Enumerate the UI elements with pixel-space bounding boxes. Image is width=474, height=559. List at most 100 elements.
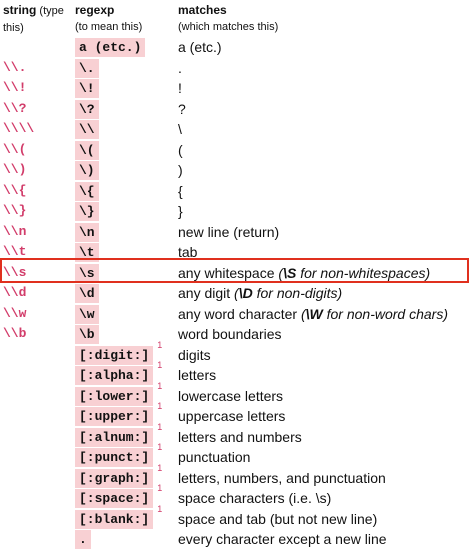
table-row: \\{ \{ { — [0, 181, 474, 203]
regexp-text: [:digit:] — [79, 347, 150, 363]
match-cell: ! — [178, 79, 182, 98]
table-row: [:space:] 1 space characters (i.e. \s) — [0, 483, 474, 510]
match-text: letters — [178, 367, 217, 383]
header-matches-bold: matches — [178, 3, 227, 17]
regexp-text: [:graph:] — [79, 470, 150, 486]
regexp-text: \! — [79, 81, 95, 96]
regexp-text: \s — [79, 265, 95, 281]
match-text: space and tab (but not new line) — [178, 510, 378, 527]
regexp-cell: \. — [75, 58, 99, 78]
regexp-cell: \( — [75, 140, 99, 160]
regexp-cell: \t — [75, 243, 99, 262]
match-note: (\W for non-word chars) — [301, 306, 448, 322]
match-text: ( — [178, 141, 183, 158]
header-matches-sub: (which matches this) — [178, 21, 279, 33]
match-text: ? — [178, 100, 186, 117]
column-header-regexp: regexp (to mean this) — [75, 2, 175, 35]
note-text: for non-whitespaces) — [296, 264, 431, 281]
table-row: .every character except a new line — [0, 530, 474, 551]
table-row: \\}\}} — [0, 202, 474, 223]
regexp-cell: a (etc.) — [75, 38, 146, 57]
regexp-cell: [:blank:]1 — [75, 504, 162, 529]
match-cell: new line (return) — [178, 223, 279, 242]
match-text: any digit — [178, 285, 235, 301]
regexp-text: [:space:] — [79, 491, 150, 506]
regexp-cell: [:digit:] 1 — [75, 340, 162, 365]
regexp-text: \\ — [79, 122, 95, 137]
regexp-cell: \} — [75, 202, 99, 221]
match-text: digits — [178, 346, 211, 363]
match-cell: punctuation — [178, 448, 250, 467]
match-text: every character except a new line — [178, 531, 387, 547]
note-text: for non-word chars) — [322, 305, 449, 322]
match-text: letters, numbers, and punctuation — [178, 469, 386, 486]
regexp-cell: [:graph:]1 — [75, 463, 162, 488]
table-row: [:punct:]1 punctuation — [0, 442, 474, 469]
regexp-cell: \! — [75, 79, 99, 98]
footnote-marker: 1 — [157, 339, 163, 350]
regexp-text: \{ — [79, 183, 95, 199]
table-row: \\s \s any whitespace (\S for non-whitespa… — [0, 263, 474, 285]
string-cell: \\? — [3, 100, 27, 116]
match-cell: lowercase letters — [178, 387, 283, 406]
match-text: lowercase letters — [178, 387, 284, 404]
table-row: a (etc.) a (etc.) — [0, 38, 474, 59]
note-open: ( — [278, 264, 284, 281]
footnote-marker: 1 — [157, 442, 163, 452]
footnote-marker: 1 — [157, 483, 163, 493]
footnote-marker: 1 — [157, 503, 163, 514]
match-cell: any whitespace (\S for non-whitespaces) — [178, 264, 430, 283]
match-cell: uppercase letters — [178, 407, 285, 426]
table-row: [:digit:] 1 digits — [0, 340, 474, 367]
match-cell: tab — [178, 243, 197, 262]
regexp-text: [:lower:] — [79, 388, 150, 404]
match-cell: { — [178, 182, 183, 201]
footnote-marker: 1 — [157, 421, 163, 432]
note-text: for non-digits) — [252, 285, 343, 301]
regexp-cell: \n — [75, 222, 99, 242]
table-row: \\(\(( — [0, 140, 474, 162]
match-cell: \ — [178, 120, 182, 139]
table-row: \\\\\\\ — [0, 120, 474, 141]
note-open: ( — [234, 285, 239, 301]
string-cell: \\s — [3, 264, 27, 280]
match-cell: digits — [178, 346, 211, 365]
string-cell: \\n — [3, 223, 27, 239]
match-cell: ( — [178, 141, 183, 160]
table-row: \\)\)) — [0, 161, 474, 182]
header-regexp-sub: (to mean this) — [75, 21, 143, 33]
match-text: any word character — [178, 305, 301, 322]
header-regexp-bold: regexp — [75, 3, 115, 17]
match-cell: ? — [178, 100, 186, 119]
string-cell: \\t — [3, 244, 27, 259]
match-text: ) — [178, 162, 183, 178]
match-text: tab — [178, 244, 198, 260]
regexp-cell: \) — [75, 161, 99, 180]
note-code: \W — [305, 305, 323, 322]
regexp-text: \? — [79, 101, 95, 117]
match-cell: a (etc.) — [178, 38, 222, 57]
footnote-marker: 1 — [157, 380, 163, 391]
regexp-cell: [:lower:] 1 — [75, 381, 162, 406]
footnote-marker: 1 — [157, 401, 163, 411]
regexp-cell: \w — [75, 304, 99, 324]
regexp-cell: [:punct:]1 — [75, 442, 162, 467]
string-cell: \\\\ — [3, 121, 35, 136]
regexp-cell: [:upper:]1 — [75, 401, 162, 426]
regexp-text: [:alpha:] — [79, 368, 150, 383]
regexp-text: \d — [79, 286, 95, 301]
match-text: space characters (i.e. \s) — [178, 490, 332, 506]
regexp-text: \} — [79, 204, 95, 219]
regexp-cell: \? — [75, 99, 99, 119]
match-cell: } — [178, 202, 183, 221]
match-text: uppercase letters — [178, 408, 286, 424]
string-cell: \\{ — [3, 182, 27, 198]
regexp-text: \t — [79, 245, 95, 260]
string-cell: \\b — [3, 326, 27, 341]
match-text: } — [178, 203, 183, 219]
table-row: \\t \t tab — [0, 243, 474, 264]
table-row: [:blank:]1 space and tab (but not new lin… — [0, 504, 474, 531]
